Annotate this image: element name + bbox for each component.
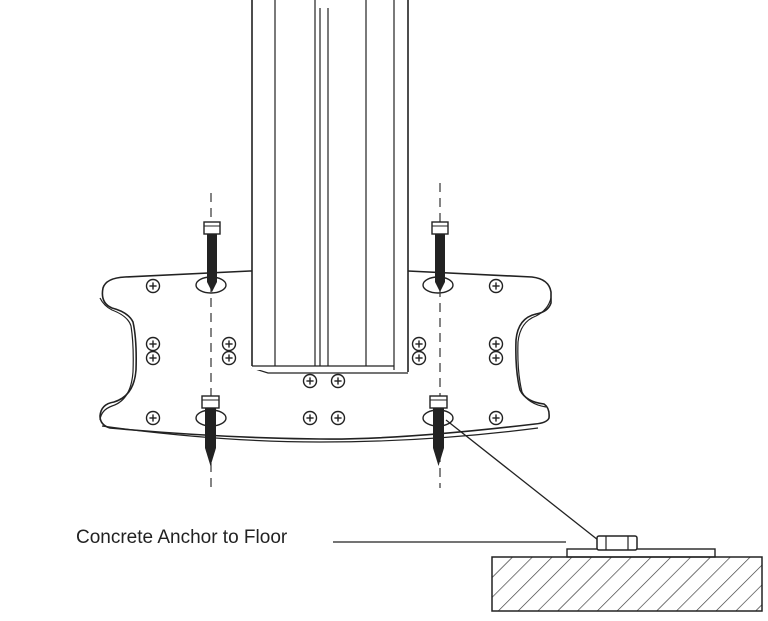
leader-line (445, 419, 599, 541)
detail-plate (566, 548, 716, 558)
anchor-bolt (429, 395, 448, 466)
screw-head (221, 350, 237, 366)
detail-nut (596, 535, 638, 551)
screw-head (488, 278, 504, 294)
screw-head (221, 336, 237, 352)
callout-label: Concrete Anchor to Floor (76, 527, 288, 548)
screw-head (145, 278, 161, 294)
screw-head (411, 336, 427, 352)
screw-head (302, 410, 318, 426)
screw-head (330, 373, 346, 389)
screw-head (145, 350, 161, 366)
post (251, 0, 409, 372)
screw-head (488, 350, 504, 366)
anchor-bolt (203, 221, 221, 292)
concrete-floor (491, 556, 763, 612)
anchor-bolt (431, 221, 449, 292)
screw-head (488, 336, 504, 352)
anchor-detail (491, 535, 763, 612)
screw-head (145, 336, 161, 352)
screw-head (302, 373, 318, 389)
screw-head (488, 410, 504, 426)
screw-head (411, 350, 427, 366)
screw-head (330, 410, 346, 426)
screw-head (145, 410, 161, 426)
anchor-bolt (201, 395, 220, 466)
